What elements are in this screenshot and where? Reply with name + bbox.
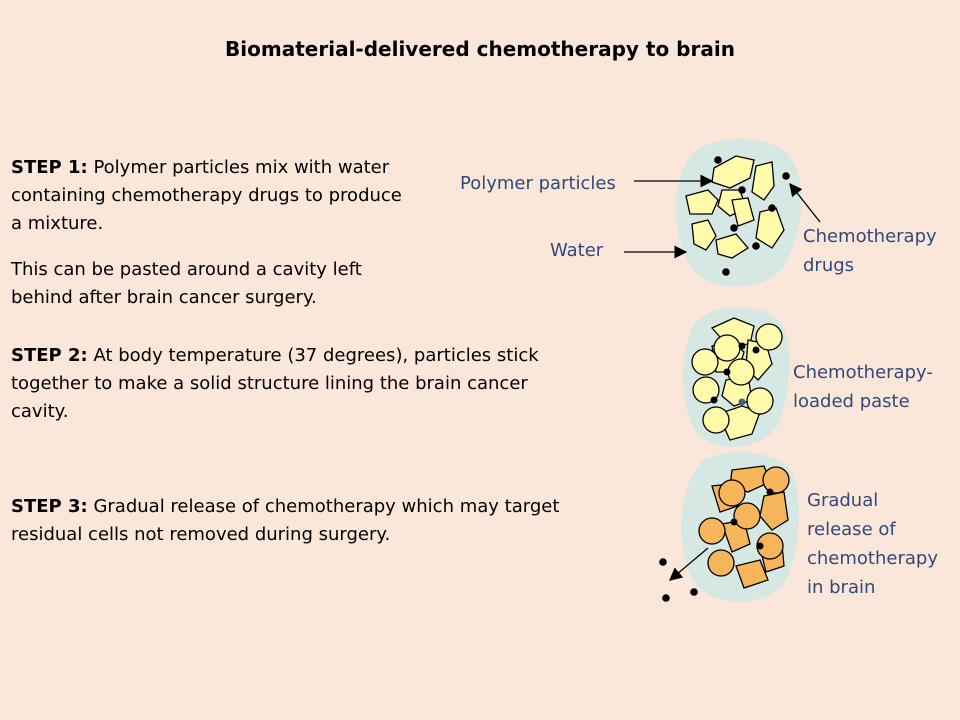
polymer-particles-loose (685, 155, 785, 259)
polymer-particle (751, 161, 775, 201)
step-2-label: STEP 2: (11, 345, 88, 366)
polymer-particle (755, 323, 783, 351)
chemotherapy-drug-dots (710, 342, 760, 406)
drug-dot (659, 558, 667, 566)
step-3-line-2: residual cells not removed during surger… (11, 524, 391, 545)
polymer-particle (715, 233, 749, 259)
drug-dot (766, 488, 774, 496)
release-illustration (659, 452, 799, 602)
step-2-line-2: together to make a solid structure linin… (11, 373, 528, 394)
step-3-label: STEP 3: (11, 496, 88, 517)
polymer-particle (691, 348, 719, 376)
polymer-particle (733, 502, 761, 530)
step-2-line-3: cavity. (11, 401, 69, 422)
polymer-particles-fused (691, 317, 783, 441)
polymer-particles-orange (698, 465, 790, 589)
step-1-label: STEP 1: (11, 157, 88, 178)
drug-dot (752, 346, 760, 354)
drug-dot (738, 398, 746, 406)
step-1-line-3: a mixture. (11, 213, 104, 234)
paste-illustration (683, 307, 790, 447)
arrow-release (669, 547, 709, 581)
drug-dot (722, 268, 730, 276)
polymer-particle (707, 549, 735, 577)
drug-dot (690, 588, 698, 596)
label-water: Water (550, 240, 604, 261)
label-release-line-2: release of (807, 519, 896, 540)
step-1-note-line-2: behind after brain cancer surgery. (11, 287, 317, 308)
label-gradual-release: Gradual release of chemotherapy in brain (807, 486, 938, 602)
label-polymer-particles: Polymer particles (460, 173, 616, 194)
step-1-line-1: Polymer particles mix with water (87, 157, 390, 178)
polymer-particle (717, 405, 761, 441)
drug-dot (662, 594, 670, 602)
label-paste-line-1: Chemotherapy- (793, 362, 933, 383)
polymer-particle (727, 358, 755, 386)
step-1-note: This can be pasted around a cavity left … (11, 256, 362, 312)
step-3-line-1: Gradual release of chemotherapy which ma… (87, 496, 560, 517)
label-release-line-3: chemotherapy (807, 548, 938, 569)
label-release-line-1: Gradual (807, 490, 879, 511)
polymer-particle (702, 406, 730, 434)
polymer-particle (713, 334, 741, 362)
step-1-text: STEP 1: Polymer particles mix with water… (11, 154, 402, 238)
polymer-particle (762, 466, 790, 494)
label-release-line-4: in brain (807, 577, 876, 598)
step-2-text: STEP 2: At body temperature (37 degrees)… (11, 342, 539, 426)
drug-dot (738, 342, 746, 350)
label-chemotherapy-drugs: Chemotherapy drugs (803, 222, 937, 280)
polymer-particle (731, 197, 755, 227)
polymer-particle (685, 189, 719, 215)
drug-dot (723, 368, 731, 376)
drug-dot (782, 172, 790, 180)
arrow-chemotherapy-drugs (789, 182, 821, 223)
polymer-particle (735, 559, 769, 589)
drug-dot (730, 518, 738, 526)
drug-dot (752, 242, 760, 250)
step-1-line-2: containing chemotherapy drugs to produce (11, 185, 402, 206)
polymer-particle (692, 376, 720, 404)
step-3-text: STEP 3: Gradual release of chemotherapy … (11, 493, 559, 549)
drug-dot (730, 224, 738, 232)
polymer-particle (746, 387, 774, 415)
label-chemo-drugs-line-1: Chemotherapy (803, 226, 937, 247)
polymer-particle (718, 479, 746, 507)
step-1-note-line-1: This can be pasted around a cavity left (11, 259, 362, 280)
drug-dot (710, 396, 718, 404)
drug-dot (756, 542, 764, 550)
chemotherapy-drug-dots (659, 488, 774, 602)
chemotherapy-drug-dots (714, 156, 790, 276)
drug-dot (768, 204, 776, 212)
label-paste-line-2: loaded paste (793, 391, 910, 412)
label-chemotherapy-paste: Chemotherapy- loaded paste (793, 358, 933, 416)
page-title: Biomaterial-delivered chemotherapy to br… (225, 37, 735, 61)
polymer-particle (691, 219, 717, 251)
label-chemo-drugs-line-2: drugs (803, 255, 855, 276)
polymer-particle (698, 517, 726, 545)
drug-dot (738, 186, 746, 194)
drug-dot (714, 156, 722, 164)
mixture-illustration (624, 138, 821, 287)
step-2-line-1: At body temperature (37 degrees), partic… (87, 345, 539, 366)
